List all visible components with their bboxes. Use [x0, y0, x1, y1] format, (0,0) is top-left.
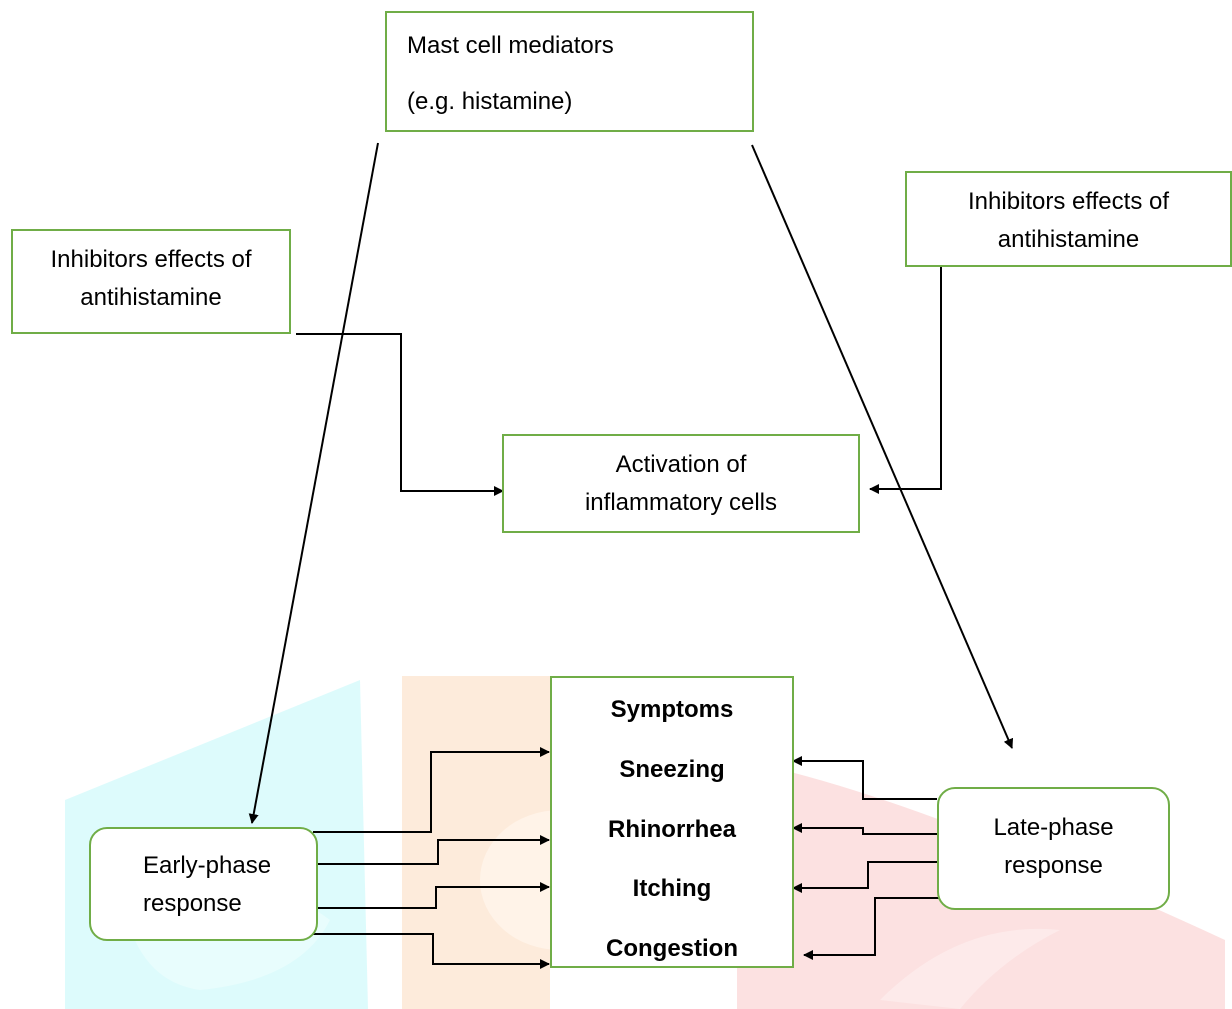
activation-box: Activation of inflammatory cells	[502, 434, 860, 533]
arrow-mast-to-early	[248, 142, 379, 824]
symptom-sneezing: Sneezing	[619, 756, 725, 783]
inhibitors-left-line-1: Inhibitors effects of	[50, 246, 252, 273]
inhibitors-left-box: Inhibitors effects of antihistamine	[11, 229, 291, 334]
symptom-congestion: Congestion	[606, 935, 738, 962]
mast-cell-mediators-box: Mast cell mediators (e.g. histamine)	[385, 11, 754, 132]
arrow-right-inhibitor-to-activation	[869, 265, 1012, 494]
mast-cell-line-2: (e.g. histamine)	[407, 88, 573, 115]
early-phase-line-1: Early-phase	[143, 852, 272, 879]
inhibitors-right-line-1: Inhibitors effects of	[968, 188, 1169, 215]
mast-cell-line-1: Mast cell mediators	[407, 32, 614, 59]
arrow-early-to-symptoms-4	[313, 933, 550, 969]
arrow-mast-to-late	[751, 144, 1014, 749]
arrow-late-to-symptoms-2	[792, 823, 937, 835]
symptom-rhinorrhea: Rhinorrhea	[607, 816, 736, 843]
arrow-early-to-symptoms-3	[318, 882, 550, 909]
arrow-late-to-symptoms-4	[803, 897, 945, 960]
arrow-left-inhibitor-to-activation	[296, 333, 504, 496]
late-phase-line-1: Late-phase	[993, 814, 1114, 841]
activation-line-1: Activation of	[615, 451, 747, 478]
late-phase-box: Late-phase response	[937, 787, 1170, 910]
early-phase-line-2: response	[143, 890, 242, 917]
early-phase-box: Early-phase response	[89, 827, 318, 941]
symptoms-box: Symptoms Sneezing Rhinorrhea Itching Con…	[550, 676, 794, 968]
arrow-late-to-symptoms-3	[792, 861, 941, 893]
arrow-early-to-symptoms-1	[313, 747, 550, 833]
inhibitors-left-line-2: antihistamine	[80, 284, 222, 311]
symptom-itching: Itching	[632, 875, 712, 902]
inhibitors-right-box: Inhibitors effects of antihistamine	[905, 171, 1232, 267]
activation-line-2: inflammatory cells	[584, 489, 778, 516]
arrow-late-to-symptoms-1	[792, 756, 937, 800]
symptoms-heading: Symptoms	[610, 696, 734, 723]
inhibitors-right-line-2: antihistamine	[997, 226, 1140, 253]
arrow-early-to-symptoms-2	[318, 835, 550, 865]
late-phase-line-2: response	[1004, 852, 1103, 879]
